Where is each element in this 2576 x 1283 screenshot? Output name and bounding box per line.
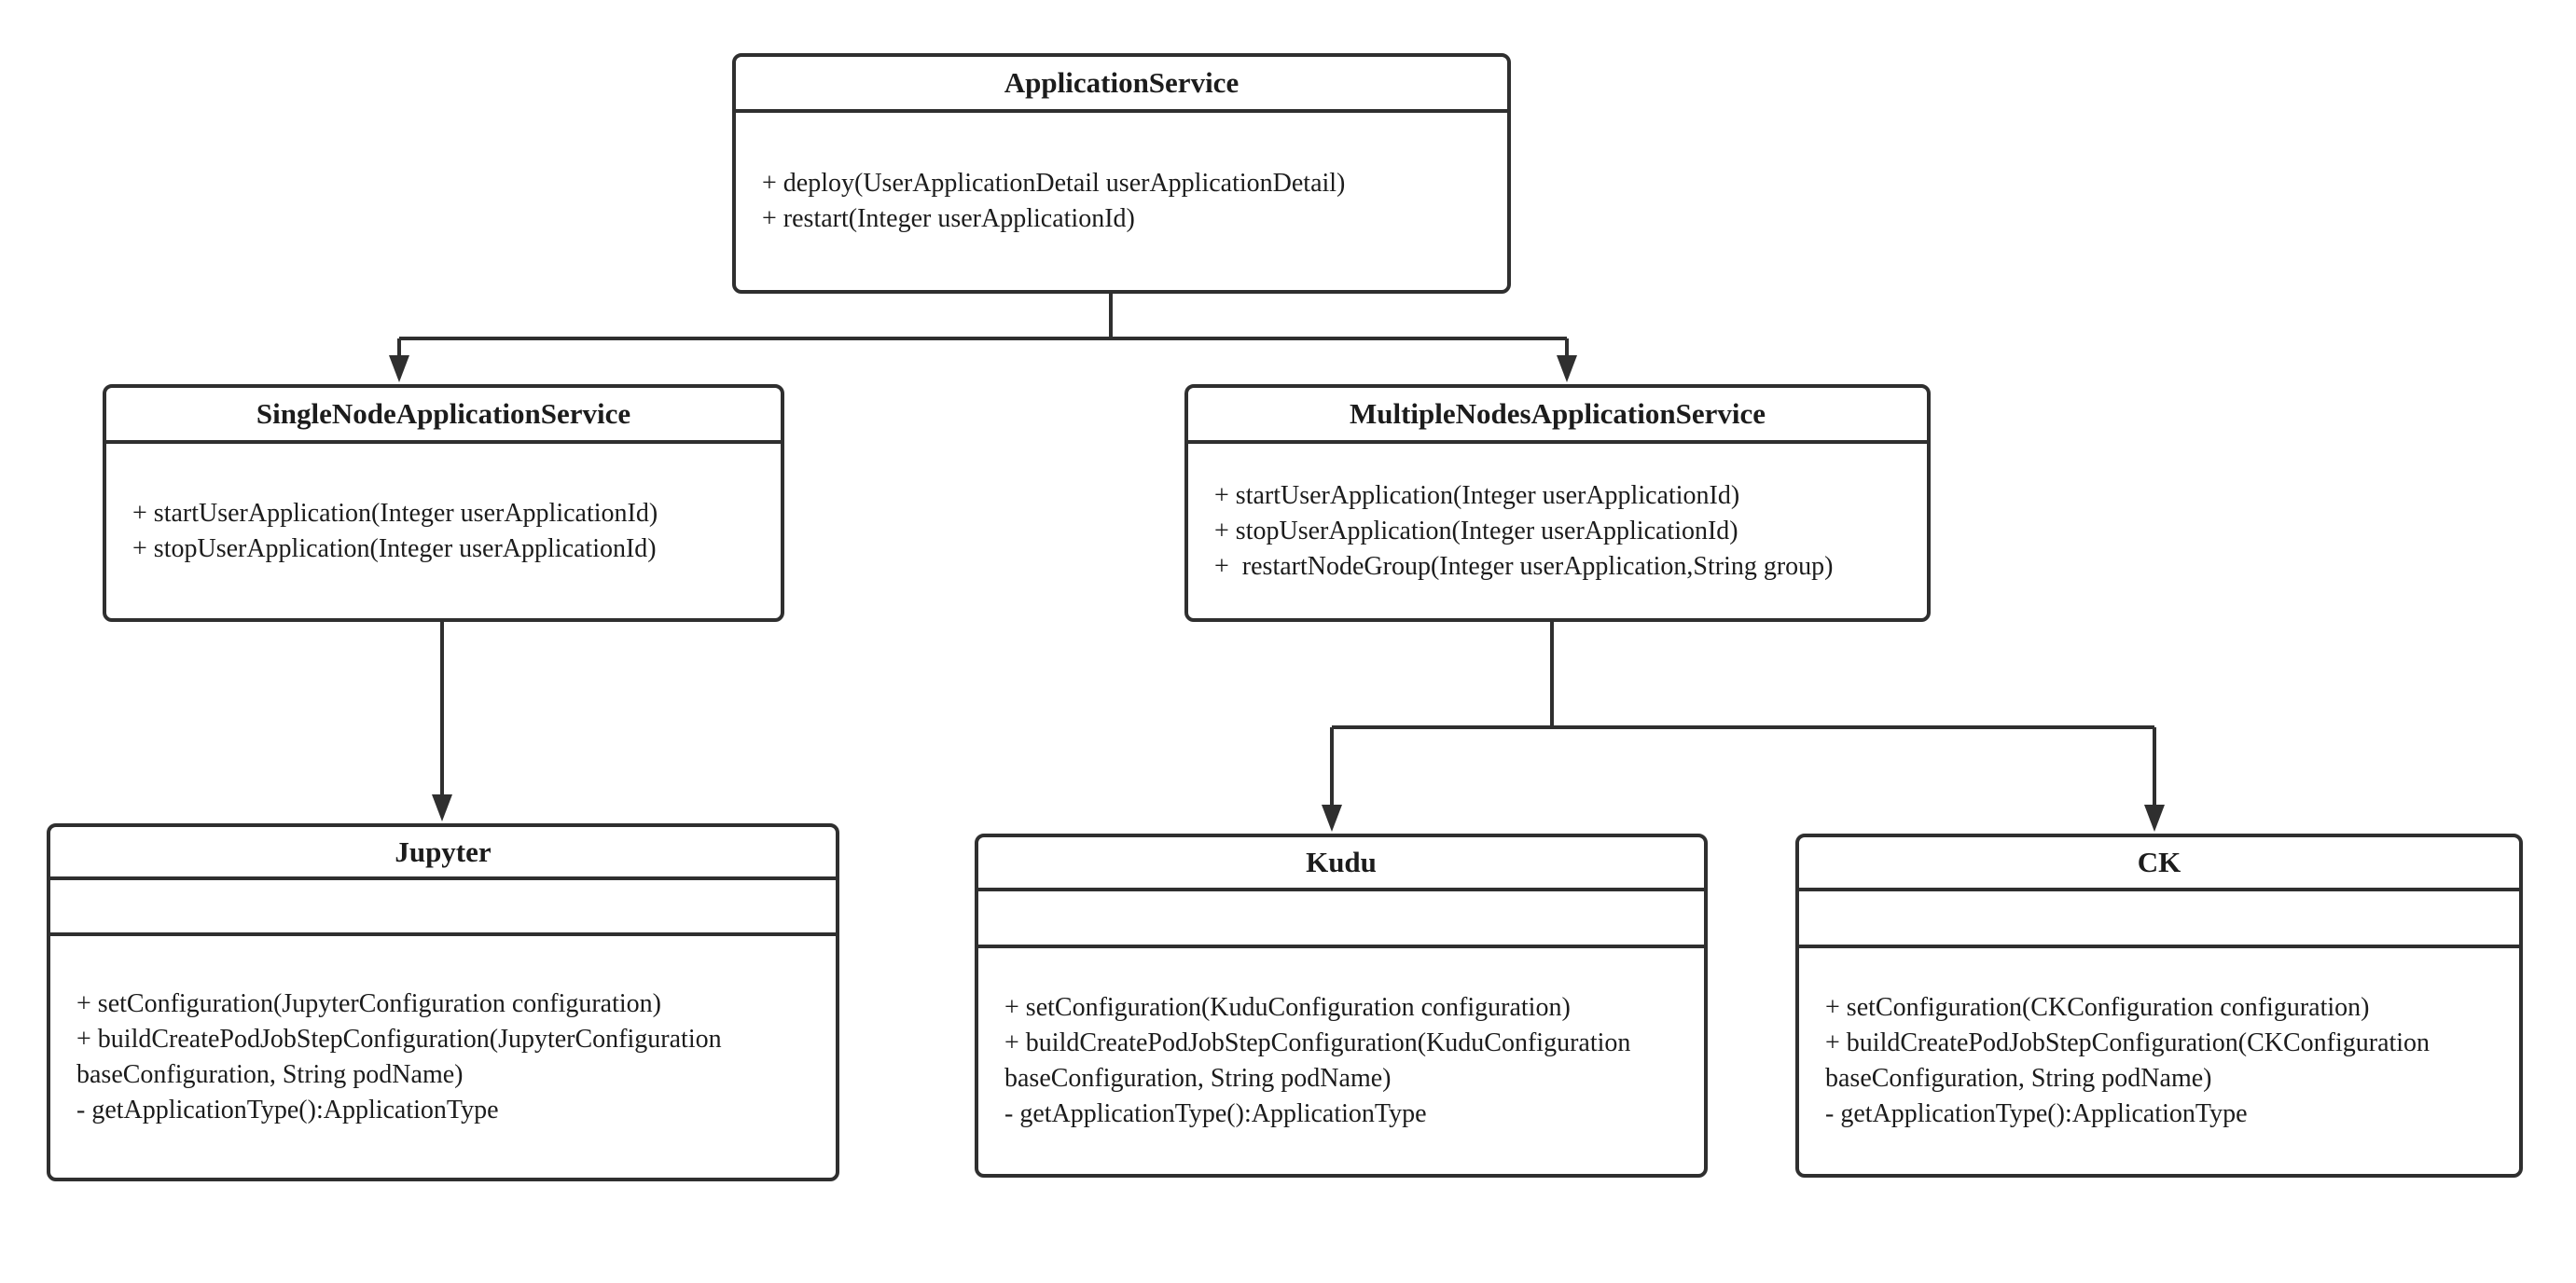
method-line: + setConfiguration(CKConfiguration confi… (1825, 993, 2370, 1022)
class-box-singlenodeapplicationservice: SingleNodeApplicationService + startUser… (103, 384, 784, 622)
attributes-compartment (978, 888, 1704, 945)
class-box-jupyter: Jupyter + setConfiguration(JupyterConfig… (47, 823, 839, 1181)
method-line: + setConfiguration(JupyterConfiguration … (76, 988, 661, 1018)
methods-compartment: + deploy(UserApplicationDetail userAppli… (736, 109, 1507, 290)
class-title: CK (2137, 846, 2181, 878)
class-title: ApplicationService (1004, 66, 1240, 99)
arrowhead-to-jupyter (432, 794, 452, 821)
method-line: - getApplicationType():ApplicationType (1825, 1099, 2248, 1128)
class-title: SingleNodeApplicationService (256, 397, 631, 430)
method-line: - getApplicationType():ApplicationType (76, 1095, 499, 1124)
class-title: MultipleNodesApplicationService (1349, 397, 1766, 430)
methods-compartment: + setConfiguration(KuduConfiguration con… (978, 945, 1704, 1174)
method-line: + startUserApplication(Integer userAppli… (132, 498, 658, 528)
arrowhead-to-kudu (1322, 805, 1342, 832)
class-title: Kudu (1306, 846, 1377, 878)
methods-compartment: + startUserApplication(Integer userAppli… (106, 440, 781, 618)
class-box-kudu: Kudu + setConfiguration(KuduConfiguratio… (975, 834, 1708, 1178)
method-line: + buildCreatePodJobStepConfiguration(Kud… (1004, 1028, 1638, 1093)
class-title: Jupyter (395, 835, 492, 868)
connector-applicationservice-to-children (397, 294, 1569, 358)
arrowhead-to-ck (2144, 805, 2165, 832)
method-line: + startUserApplication(Integer userAppli… (1214, 480, 1740, 510)
method-line: + deploy(UserApplicationDetail userAppli… (762, 169, 1346, 198)
arrowhead-to-multiplenodesapplicationservice (1557, 355, 1577, 382)
attributes-compartment (1799, 888, 2519, 945)
method-line: - getApplicationType():ApplicationType (1004, 1099, 1427, 1128)
method-line: + restartNodeGroup(Integer userApplicati… (1214, 551, 1834, 581)
methods-compartment: + startUserApplication(Integer userAppli… (1188, 440, 1927, 618)
method-line: + buildCreatePodJobStepConfiguration(Jup… (76, 1024, 728, 1089)
connector-multiplenodes-to-children (1330, 622, 2156, 807)
arrowhead-to-singlenodeapplicationservice (389, 355, 409, 382)
method-line: + restart(Integer userApplicationId) (762, 204, 1135, 233)
method-line: + stopUserApplication(Integer userApplic… (1214, 516, 1738, 545)
class-box-applicationservice: ApplicationService + deploy(UserApplicat… (732, 53, 1511, 294)
class-box-ck: CK + setConfiguration(CKConfiguration co… (1795, 834, 2523, 1178)
methods-compartment: + setConfiguration(CKConfiguration confi… (1799, 945, 2519, 1174)
methods-compartment: + setConfiguration(JupyterConfiguration … (50, 932, 836, 1178)
method-line: + stopUserApplication(Integer userApplic… (132, 533, 657, 563)
attributes-compartment (50, 876, 836, 932)
method-line: + buildCreatePodJobStepConfiguration(CKC… (1825, 1028, 2437, 1093)
class-box-multiplenodesapplicationservice: MultipleNodesApplicationService + startU… (1184, 384, 1931, 622)
method-line: + setConfiguration(KuduConfiguration con… (1004, 993, 1571, 1022)
